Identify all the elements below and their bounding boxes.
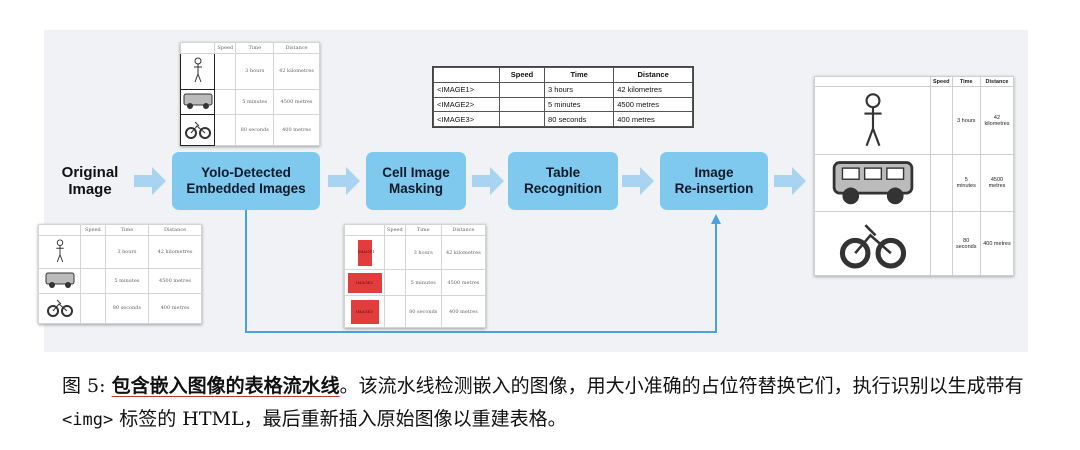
image-placeholder: IMAGE2	[347, 272, 382, 293]
caption-prefix: 图 5:	[62, 375, 112, 397]
person-icon	[193, 57, 202, 83]
table-header: Distance	[979, 76, 1015, 87]
step-table-recognition: Table Recognition	[508, 152, 618, 210]
bus-icon	[832, 161, 913, 205]
table-header: Time	[104, 224, 150, 236]
arrow-icon	[622, 167, 654, 195]
table-header: Speed	[384, 224, 406, 236]
table-header: Distance	[273, 42, 320, 54]
table-header: Time	[235, 42, 275, 54]
caption-title: 包含嵌入图像的表格流水线	[111, 375, 340, 397]
table-header: Distance	[440, 224, 487, 236]
person-icon	[863, 92, 882, 146]
table-header: Distance	[148, 224, 202, 236]
arrow-icon	[328, 167, 360, 195]
arrow-icon	[774, 167, 806, 195]
table-header: Time	[544, 67, 615, 83]
table-header: Time	[404, 224, 442, 236]
figure-caption: 图 5: 包含嵌入图像的表格流水线。该流水线检测嵌入的图像，用大小准确的占位符替…	[62, 370, 1042, 437]
table-header: Speed	[213, 42, 237, 54]
bus-icon	[45, 272, 74, 288]
step-yolo-detected: Yolo-Detected Embedded Images	[172, 152, 320, 210]
motorcycle-icon	[839, 223, 906, 269]
table-header: Distance	[613, 67, 693, 83]
step-cell-image-masking: Cell Image Masking	[366, 152, 466, 210]
caption-code: <img>	[62, 410, 114, 430]
image-placeholder: IMAGE1	[357, 239, 375, 266]
arrow-icon	[134, 167, 166, 195]
step-image-reinsertion: Image Re-insertion	[660, 152, 768, 210]
table-header: Time	[951, 76, 981, 87]
bus-icon	[183, 93, 212, 109]
table-header: Speed	[930, 76, 953, 87]
motorcycle-icon	[184, 121, 211, 140]
motorcycle-icon	[46, 300, 73, 318]
person-icon	[55, 239, 64, 263]
caption-text: 标签的 HTML，最后重新插入原始图像以重建表格。	[113, 408, 567, 430]
table-header: Speed	[498, 67, 546, 83]
image-placeholder: IMAGE3	[350, 299, 379, 324]
table-header: Speed	[80, 224, 106, 236]
arrow-icon	[472, 167, 504, 195]
original-image-label: Original Image	[61, 164, 119, 198]
caption-text: 。该流水线检测嵌入的图像，用大小准确的占位符替换它们，执行识别以生成带有	[339, 375, 1024, 397]
